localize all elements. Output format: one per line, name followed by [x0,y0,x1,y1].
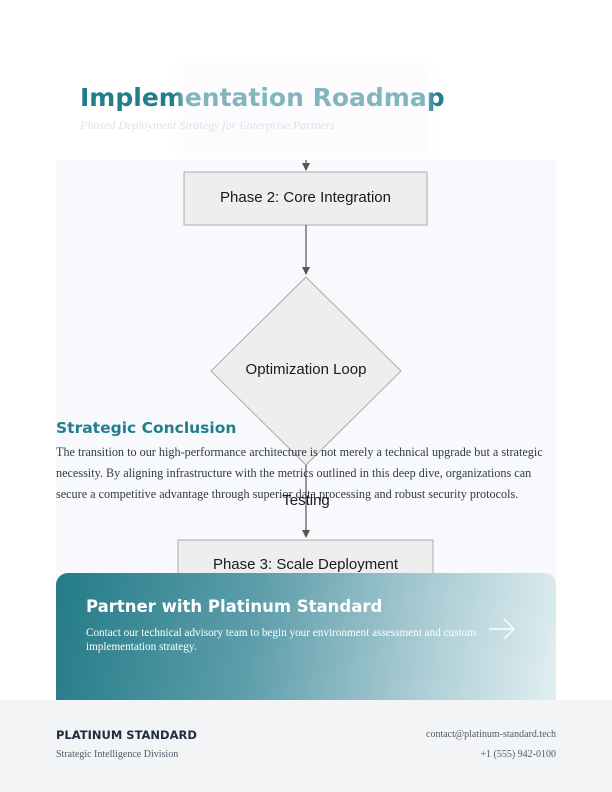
testing-edge-label: Testing [282,492,330,509]
cta-title: Partner with Platinum Standard [86,597,383,616]
page-footer: PLATINUM STANDARD Strategic Intelligence… [0,700,612,792]
phase2-node [183,171,428,226]
conclusion-title: Strategic Conclusion [56,419,237,437]
page-title: Implementation Roadmap [80,83,445,112]
cta-text: Contact our technical advisory team to b… [86,627,476,653]
cta-banner[interactable]: Partner with Platinum Standard Contact o… [56,573,556,700]
conclusion-body: The transition to our high-performance a… [56,445,543,501]
footer-phone[interactable]: +1 (555) 942-0100 [480,749,556,760]
page-subtitle: Phased Deployment Strategy for Enterpris… [80,118,335,132]
arrow-right-icon[interactable] [487,617,517,641]
footer-email[interactable]: contact@platinum-standard.tech [426,729,556,740]
footer-division: Strategic Intelligence Division [56,749,179,760]
decision-label: Optimization Loop [245,361,367,378]
phase2-label: Phase 2: Core Integration [220,189,391,206]
footer-brand: PLATINUM STANDARD [56,728,197,742]
title-overlay [180,62,430,158]
phase3-label: Phase 3: Scale Deployment [212,556,399,573]
